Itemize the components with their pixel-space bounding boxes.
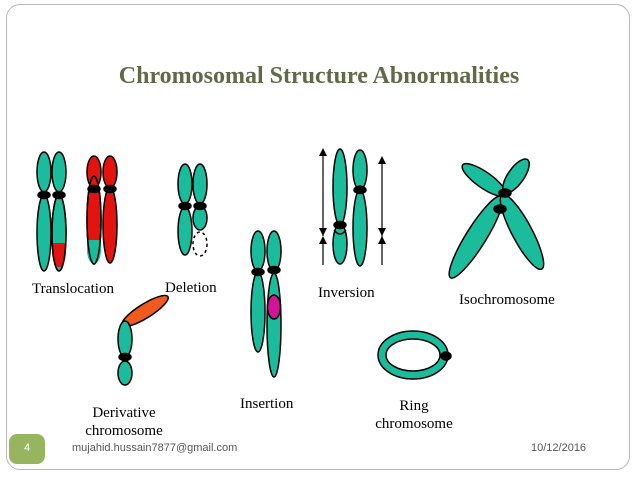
slide-frame bbox=[6, 4, 630, 470]
slide-title: Chromosomal Structure Abnormalities bbox=[118, 63, 520, 89]
footer-email: mujahid.hussain7877@gmail.com bbox=[72, 442, 238, 454]
translocation-pair-derivative bbox=[86, 155, 118, 265]
label-inversion: Inversion bbox=[318, 285, 375, 301]
centromere bbox=[37, 190, 51, 200]
derivative-chromosome bbox=[117, 294, 169, 386]
translocation-pair-normal bbox=[36, 151, 67, 272]
deletion-chromosome bbox=[177, 163, 208, 257]
label-translocation: Translocation bbox=[32, 281, 114, 297]
label-derivative-line2: chromosome bbox=[85, 423, 163, 439]
inversion-arrows bbox=[319, 148, 386, 265]
label-ring-line1: Ring bbox=[399, 398, 429, 414]
label-isochromosome: Isochromosome bbox=[459, 292, 555, 308]
label-ring-line2: chromosome bbox=[375, 416, 453, 432]
isochromosome bbox=[448, 158, 545, 279]
inversion-chromosome bbox=[332, 148, 368, 267]
footer-date: 10/12/2016 bbox=[531, 442, 587, 454]
label-insertion: Insertion bbox=[240, 396, 294, 412]
label-ring: Ring chromosome bbox=[362, 397, 466, 433]
page-number-badge bbox=[9, 434, 45, 464]
insertion-chromosome bbox=[250, 230, 282, 378]
label-derivative-line1: Derivative bbox=[92, 405, 156, 421]
page-number: 4 bbox=[23, 442, 31, 454]
label-derivative: Derivative chromosome bbox=[76, 404, 172, 440]
label-deletion: Deletion bbox=[165, 280, 217, 296]
ring-chromosome bbox=[377, 330, 452, 380]
